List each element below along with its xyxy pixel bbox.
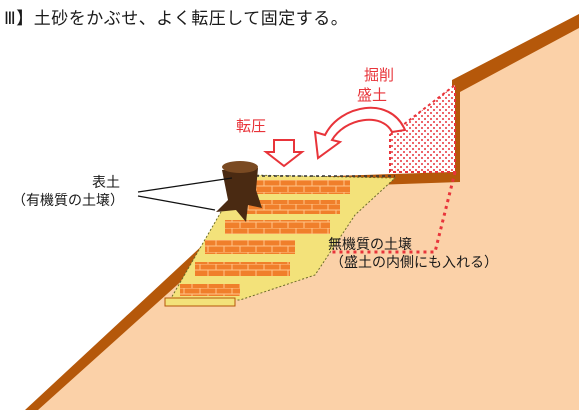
log-layer [225,220,330,234]
surface-soil-label: 表土 [92,175,120,191]
base-plank [164,297,236,307]
inorganic-soil-label: 無機質の土壌 [328,237,412,253]
embankment-label: 盛土 [357,86,388,104]
tree-stump-icon [216,161,262,222]
page-title: Ⅲ】土砂をかぶせ、よく転圧して固定する。 [4,9,349,29]
pointer-line [137,177,233,193]
excavation-label: 掘削 [364,66,395,84]
inorganic-soil-note: （盛土の内側にも入れる） [330,255,498,271]
compaction-label: 転圧 [236,117,267,135]
log-layer [195,262,290,276]
log-layer [205,240,295,254]
log-layer [255,180,350,194]
surface-soil-note: （有機質の土壌） [12,193,124,209]
log-layer [240,200,340,214]
log-layer [180,284,240,296]
compaction-arrow-icon [263,139,305,168]
slope-edge [25,14,579,410]
pointer-line [137,195,216,211]
transfer-arrow-icon [313,106,407,160]
